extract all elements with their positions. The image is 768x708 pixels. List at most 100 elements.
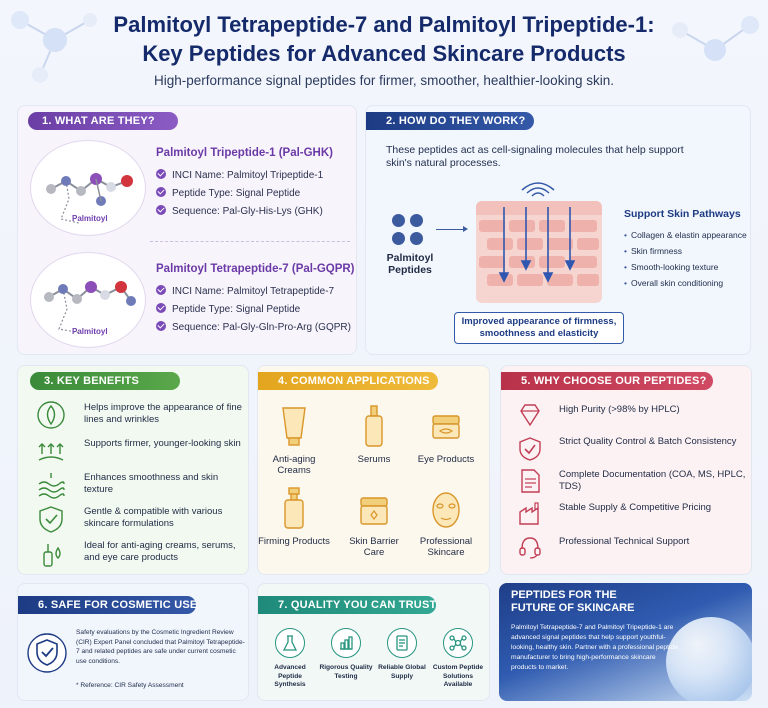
peptide-name-1: Palmitoyl Tripeptide-1 (Pal-GHK) <box>156 147 333 159</box>
benefits-heading: 3. KEY BENEFITS <box>30 372 180 390</box>
how-intro: These peptides act as cell-signaling mol… <box>386 144 684 169</box>
result-box: Improved appearance of firmness, smoothn… <box>454 312 624 344</box>
common-applications-panel: 4. COMMON APPLICATIONS Anti-aging Creams… <box>257 365 490 575</box>
bar-chart-icon <box>339 635 353 650</box>
peptide-name-2: Palmitoyl Tetrapeptide-7 (Pal-GQPR) <box>156 263 355 275</box>
check-icon <box>156 205 166 215</box>
key-benefits-panel: 3. KEY BENEFITS Helps improve the appear… <box>17 365 249 575</box>
eye-cream-jar-icon <box>432 415 460 439</box>
clipboard-icon <box>395 634 408 651</box>
pathway-item: Smooth-looking texture <box>624 262 718 272</box>
header: Palmitoyl Tetrapeptide-7 and Palmitoyl T… <box>0 0 768 100</box>
serum-bottle-icon <box>365 405 383 447</box>
quality-item-testing: Rigorous Quality Testing <box>318 628 374 681</box>
quality-item-supply: Reliable Global Supply <box>374 628 430 681</box>
pathway-item: Collagen & elastin appearance <box>624 230 747 240</box>
check-icon <box>156 303 166 313</box>
benefit-item: Gentle & compatible with various skincar… <box>84 506 223 529</box>
future-title: PEPTIDES FOR THE FUTURE OF SKINCARE <box>511 589 635 614</box>
shield-check-icon <box>39 506 63 533</box>
benefit-item: Helps improve the appearance of fine lin… <box>84 402 242 425</box>
serum-sphere-image <box>666 617 752 701</box>
safety-shield-icon <box>27 633 67 673</box>
app-professional-skincare: Professional Skincare <box>410 490 482 558</box>
page-subtitle: High-performance signal peptides for fir… <box>154 73 614 88</box>
check-icon <box>156 285 166 295</box>
why-item: Strict Quality Control & Batch Consisten… <box>559 436 737 447</box>
quality-item-synthesis: Advanced Peptide Synthesis <box>262 628 318 690</box>
pump-bottle-icon <box>284 487 304 529</box>
molecule-decoration-left-icon <box>11 11 97 83</box>
title-line-2: Key Peptides for Advanced Skincare Produ… <box>142 41 626 66</box>
headset-icon <box>519 537 541 559</box>
signal-waves-icon <box>521 182 555 197</box>
peptide-2-type: Peptide Type: Signal Peptide <box>156 303 300 316</box>
leaf-face-icon <box>37 401 65 429</box>
app-skin-barrier-care: Skin Barrier Care <box>338 494 410 558</box>
app-serums: Serums <box>338 404 410 465</box>
tripeptide-molecule-image <box>30 140 146 236</box>
skin-layers-illustration <box>476 201 602 303</box>
app-firming-products: Firming Products <box>258 486 330 547</box>
quality-shield-icon <box>519 437 541 461</box>
safe-reference: * Reference: CIR Safety Assessment <box>76 682 184 689</box>
peptide-2-sequence: Sequence: Pal-Gly-Gln-Pro-Arg (GQPR) <box>156 321 351 334</box>
check-icon <box>156 321 166 331</box>
network-molecule-icon <box>448 634 467 651</box>
arrow-right-icon <box>436 226 468 232</box>
molecule-decoration-right-icon <box>672 16 759 61</box>
pathway-item: Overall skin conditioning <box>624 278 723 288</box>
face-mask-icon <box>432 492 460 528</box>
how-do-they-work-panel: 2. HOW DO THEY WORK? These peptides act … <box>365 105 751 355</box>
support-pathways-title: Support Skin Pathways <box>624 208 741 220</box>
why-item: Complete Documentation (COA, MS, HPLC, T… <box>559 469 746 492</box>
future-panel: PEPTIDES FOR THE FUTURE OF SKINCARE Palm… <box>499 583 752 701</box>
why-item: Professional Technical Support <box>559 536 690 547</box>
divider <box>150 241 350 242</box>
app-anti-aging-creams: Anti-aging Creams <box>258 404 330 476</box>
factory-icon <box>519 502 539 525</box>
tetrapeptide-molecule-image <box>30 252 146 348</box>
lift-arrows-icon <box>38 443 64 461</box>
palmitoyl-label-2: Palmitoyl <box>72 327 108 336</box>
what-heading: 1. WHAT ARE THEY? <box>28 112 178 130</box>
peptide-2-inci: INCI Name: Palmitoyl Tetrapeptide-7 <box>156 285 334 298</box>
quality-item-custom: Custom Peptide Solutions Available <box>430 628 486 690</box>
title-line-1: Palmitoyl Tetrapeptide-7 and Palmitoyl T… <box>113 12 655 37</box>
benefit-item: Ideal for anti-aging creams, serums, and… <box>84 540 236 563</box>
cream-tube-icon <box>282 407 306 446</box>
benefit-item: Enhances smoothness and skin texture <box>84 472 219 495</box>
app-eye-products: Eye Products <box>410 404 482 465</box>
how-heading: 2. HOW DO THEY WORK? <box>366 112 534 130</box>
safe-text: Safety evaluations by the Cosmetic Ingre… <box>76 629 245 665</box>
peptide-1-inci: INCI Name: Palmitoyl Tripeptide-1 <box>156 169 323 182</box>
molecule-icon <box>46 173 133 224</box>
peptide-1-type: Peptide Type: Signal Peptide <box>156 187 300 200</box>
palmitoyl-label-1: Palmitoyl <box>72 214 108 223</box>
why-item: Stable Supply & Competitive Pricing <box>559 502 712 513</box>
why-heading: 5. WHY CHOOSE OUR PEPTIDES? <box>501 372 713 390</box>
safe-panel: 6. SAFE FOR COSMETIC USE Safety evaluati… <box>17 583 249 701</box>
diamond-icon <box>520 404 540 427</box>
benefit-item: Supports firmer, younger-looking skin <box>84 438 241 449</box>
what-are-they-panel: 1. WHAT ARE THEY? Palmitoyl Palmitoyl Tr… <box>17 105 357 355</box>
page-title: Palmitoyl Tetrapeptide-7 and Palmitoyl T… <box>0 10 768 68</box>
dropper-icon <box>43 544 61 567</box>
palmitoyl-peptides-label: Palmitoyl Peptides <box>386 252 434 276</box>
molecule-icon <box>44 281 136 334</box>
why-item: High Purity (>98% by HPLC) <box>559 404 680 415</box>
pathway-item: Skin firmness <box>624 246 682 256</box>
check-icon <box>156 187 166 197</box>
smooth-texture-icon <box>38 473 65 499</box>
peptide-dots-icon <box>392 214 424 246</box>
peptide-1-sequence: Sequence: Pal-Gly-His-Lys (GHK) <box>156 205 323 218</box>
flask-icon <box>282 634 297 651</box>
safe-heading: 6. SAFE FOR COSMETIC USE <box>18 596 197 614</box>
check-icon <box>156 169 166 179</box>
skin-cells-icon <box>476 201 602 288</box>
applications-heading: 4. COMMON APPLICATIONS <box>258 372 438 390</box>
quality-panel: 7. QUALITY YOU CAN TRUST Advanced Peptid… <box>257 583 490 701</box>
future-text: Palmitoyl Tetrapeptide-7 and Palmitoyl T… <box>511 624 678 671</box>
cream-jar-icon <box>360 497 388 525</box>
document-icon <box>521 469 540 493</box>
